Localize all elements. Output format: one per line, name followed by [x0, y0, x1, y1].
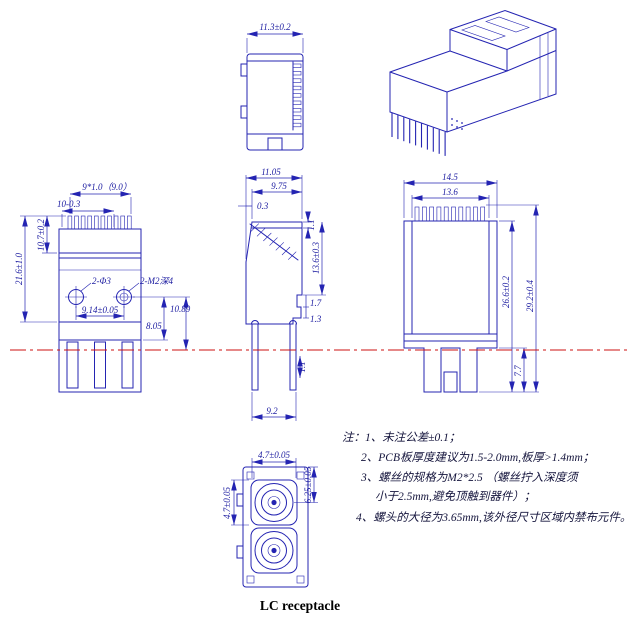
dim-front-d2: 10.89 [170, 304, 191, 314]
dim-bot-w: 4.7±0.05 [258, 450, 290, 460]
dim-bot-p: 6.25±0.05 [303, 466, 313, 503]
dim-bot-h: 4.7±0.05 [222, 487, 232, 519]
drawing-title: LC receptacle [260, 598, 340, 613]
dim-back-h2: 29.2±0.4 [525, 280, 535, 312]
chamfer-hatch [250, 223, 297, 260]
latch-slot [461, 25, 506, 41]
dim-front-pitch: 9*1.0（9.0） [82, 182, 132, 192]
lc-port-1 [254, 483, 294, 522]
back-view: 14.5 13.6 26.6±0.2 7.7 29.2±0.4 [403, 172, 539, 393]
front-view: 9*1.0（9.0） 10-0.3 2-Φ3 [14, 182, 191, 393]
note-line-5: 4、螺头的大径为3.65mm,该外径尺寸区域内禁布元件。 [356, 511, 631, 524]
side-view: 11.05 9.75 0.3 1.1 13.6±0.3 [238, 167, 326, 421]
lc-port-2 [254, 531, 294, 570]
note-line-2: 2、PCB板厚度建议为1.5-2.0mm,板厚>1.4mm； [361, 451, 594, 464]
top-view-pin-comb [292, 63, 302, 128]
dim-side-t1: 1.1 [306, 219, 316, 230]
dim-back-w1: 14.5 [442, 172, 458, 182]
dim-front-h-body: 21.6±1.0 [14, 253, 24, 285]
top-view: 11.3±0.2 [240, 22, 304, 151]
dim-back-h1: 26.6±0.2 [501, 276, 511, 308]
note-line-3: 3、螺丝的规格为M2*2.5 （螺丝拧入深度须 [360, 471, 580, 484]
dim-side-h: 13.6±0.3 [311, 242, 321, 274]
note-line-4: 小于2.5mm,避免顶触到器件）； [375, 490, 535, 503]
dim-side-s2: 1.3 [310, 314, 322, 324]
dim-front-span: 9.14±0.05 [82, 305, 119, 315]
dim-front-thread: 2-M2深4 [140, 276, 173, 286]
drawing-notes: 注：1、未注公差±0.1； 2、PCB板厚度建议为1.5-2.0mm,板厚>1.… [342, 431, 631, 524]
bottom-view: 4.7±0.05 6.25±0.05 4.7±0.05 [222, 450, 318, 588]
dim-side-w2: 9.75 [271, 181, 287, 191]
dim-front-d1: 8.05 [146, 321, 162, 331]
dim-side-w3: 0.3 [257, 201, 269, 211]
note-line-1: 注：1、未注公差±0.1； [342, 431, 460, 444]
dim-front-holes: 2-Φ3 [92, 276, 111, 286]
dim-side-w1: 11.05 [261, 167, 281, 177]
dim-back-w2: 13.6 [442, 187, 458, 197]
dim-front-width: 10-0.3 [57, 199, 81, 209]
front-pin-comb [67, 215, 132, 230]
back-pin-comb [414, 206, 486, 222]
dim-side-t2: 1.1 [297, 361, 307, 372]
dim-top-width: 11.3±0.2 [259, 22, 291, 32]
isometric-view [389, 9, 557, 156]
dim-side-w4: 9.2 [266, 406, 278, 416]
dim-front-h-upper: 10.7±0.2 [36, 219, 46, 251]
latch-slot [485, 16, 530, 33]
dim-back-h3: 7.7 [513, 365, 523, 377]
iso-vent-dots [451, 118, 463, 130]
dim-side-s1: 1.7 [310, 298, 322, 308]
iso-pcb-pins [391, 113, 446, 156]
